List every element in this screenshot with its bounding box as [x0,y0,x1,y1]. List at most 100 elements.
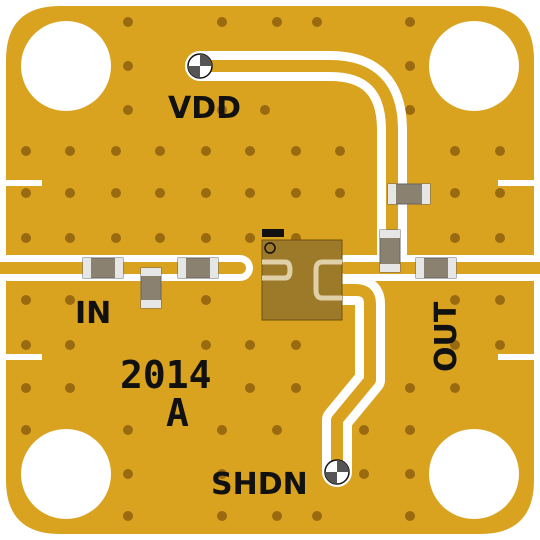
via [335,188,345,198]
vdd-test-point [187,53,213,79]
via [65,340,75,350]
via [405,469,415,479]
via [217,511,227,521]
out-label: OUT [429,301,464,372]
via [405,511,415,521]
via [245,383,255,393]
via [155,188,165,198]
via [291,383,301,393]
clearance-slot-right-lower [498,354,540,360]
via [495,295,505,305]
via [405,61,415,71]
shdn-test-point [324,459,350,485]
via [291,188,301,198]
via [21,188,31,198]
mounting-hole-top-right [429,21,519,111]
via [217,17,227,27]
via [245,340,255,350]
via [291,340,301,350]
part-number-label: 2014 [120,353,212,397]
clearance-slot-left-upper [0,180,42,186]
via [245,188,255,198]
vdd-choke-component [379,229,401,273]
via [65,383,75,393]
via [450,383,460,393]
via [111,146,121,156]
via [312,17,322,27]
via [123,511,133,521]
via [111,233,121,243]
via [201,188,211,198]
via [65,233,75,243]
via [217,469,227,479]
via [21,340,31,350]
output-series-component [415,257,457,279]
via [450,340,460,350]
via [405,383,415,393]
pin1-marker [262,229,284,237]
input-series-component-1 [82,257,124,279]
vdd-trace [194,60,398,268]
via [123,105,133,115]
via [405,425,415,435]
mounting-hole-bottom-right [429,429,519,519]
via [65,188,75,198]
via [217,425,227,435]
via [21,383,31,393]
via [155,146,165,156]
revision-label: A [166,391,189,435]
via [21,295,31,305]
via [65,295,75,305]
via [495,188,505,198]
via [272,511,282,521]
smd-components [82,183,457,309]
clearance-slot-right-upper [498,180,540,186]
via [450,188,460,198]
via [123,469,133,479]
via [201,233,211,243]
via [495,340,505,350]
mounting-hole-bottom-left [21,429,111,519]
ic-pad-right [313,259,342,301]
ground-vias [21,17,505,521]
via [359,425,369,435]
vdd-label: VDD [168,91,241,126]
via [123,61,133,71]
via [21,233,31,243]
via [111,188,121,198]
via [450,233,460,243]
via [65,146,75,156]
via [335,146,345,156]
via [155,233,165,243]
clearance-slot-left-lower [0,354,42,360]
via [272,17,282,27]
vdd-decoupling-component [387,183,431,205]
via [245,233,255,243]
via [495,146,505,156]
via [495,233,505,243]
via [21,146,31,156]
via [359,469,369,479]
via [450,295,460,305]
via [217,105,227,115]
in-label: IN [75,296,111,331]
amplifier-ic [261,229,343,321]
mounting-hole-top-left [21,21,111,111]
via [123,17,133,27]
via [245,146,255,156]
via [201,340,211,350]
via [272,425,282,435]
via [405,105,415,115]
input-shunt-component [140,267,162,309]
via [291,146,301,156]
shdn-trace [314,284,376,478]
via [312,511,322,521]
via [450,146,460,156]
shdn-label: SHDN [211,467,308,502]
input-series-component-2 [177,257,219,279]
via [201,146,211,156]
pin1-dot [264,242,276,254]
via [260,105,270,115]
via [21,425,31,435]
